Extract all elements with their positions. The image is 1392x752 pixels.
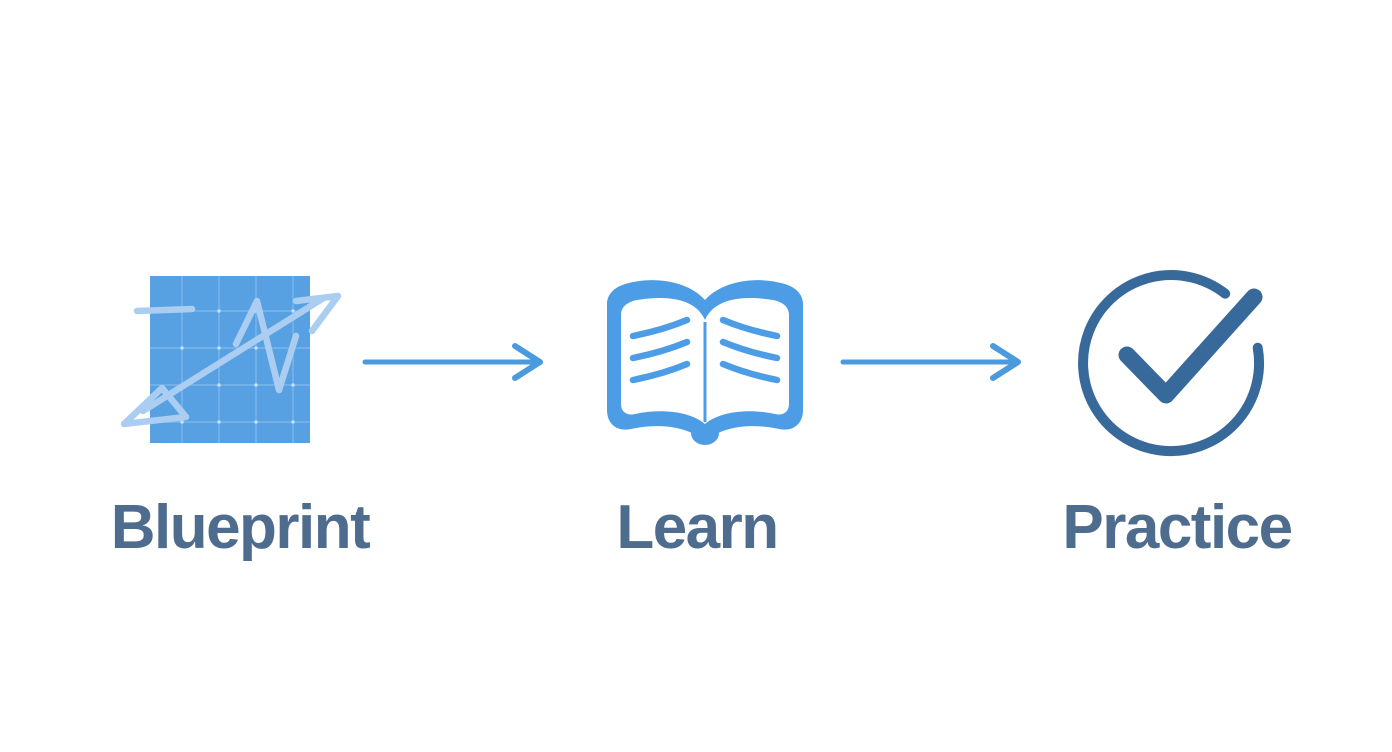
arrow-right-icon bbox=[840, 343, 1021, 381]
open-book-icon bbox=[607, 280, 803, 445]
check-circle-icon bbox=[1078, 270, 1265, 457]
step-label: Blueprint bbox=[110, 493, 371, 562]
blueprint-chart-icon bbox=[120, 276, 342, 443]
arrow-right-icon bbox=[362, 343, 543, 381]
step-label: Practice bbox=[1062, 493, 1293, 562]
step-label: Learn bbox=[616, 493, 779, 562]
